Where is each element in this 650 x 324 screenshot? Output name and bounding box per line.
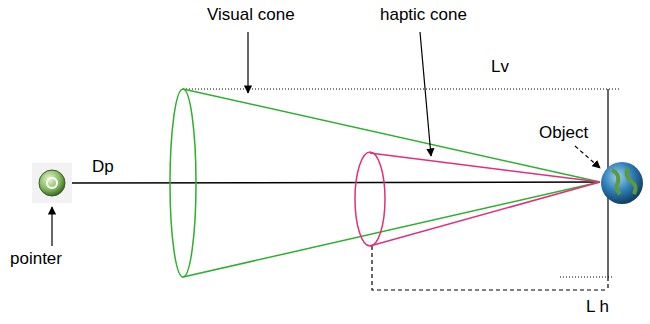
visual-cone-edge (183, 182, 600, 277)
diagram-label: Dp (90, 158, 116, 177)
haptic-cone-base (355, 152, 385, 246)
dimension-line (372, 246, 608, 290)
pointer-icon-bg (32, 163, 72, 203)
distance-line (64, 182, 600, 183)
pointer-icon-mark (47, 178, 57, 188)
diagram-label: Lv (489, 58, 511, 77)
leader-arrow (575, 146, 600, 168)
haptic-cone-edge (370, 182, 600, 246)
dimension-line (607, 277, 608, 290)
leader-arrow (247, 32, 248, 93)
diagram-label: Visual cone (205, 6, 297, 25)
diagram-label: Object (537, 124, 590, 143)
leader-arrow (420, 32, 431, 156)
reference-line (560, 277, 612, 278)
diagram-label: L h (584, 298, 611, 317)
diagram-label: haptic cone (378, 6, 469, 25)
object-globe-land (612, 168, 636, 194)
haptic-cone-edge (370, 153, 600, 182)
diagram-label: pointer (8, 250, 64, 269)
pointer-icon (39, 170, 65, 196)
leader-arrow (51, 207, 52, 246)
visual-cone-base (170, 89, 196, 277)
visual-cone-edge (183, 89, 600, 182)
object-globe (601, 162, 643, 204)
